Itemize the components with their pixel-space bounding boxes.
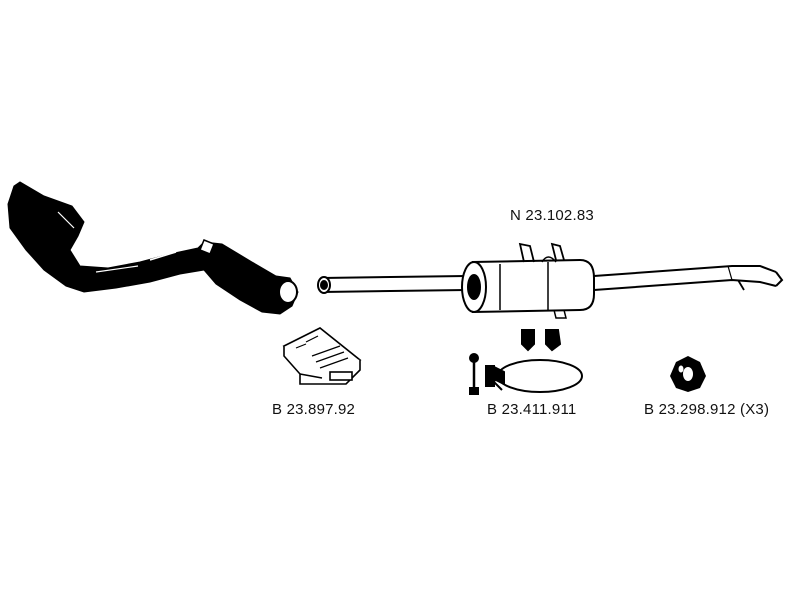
part-code-rubber-hanger: B 23.298.912 (X3) [644, 401, 770, 418]
part-code-mounting-kit: B 23.897.92 [272, 401, 356, 418]
rear-silencer [317, 242, 784, 319]
part-code-rear-silencer: N 23.102.83 [510, 207, 594, 224]
clamp-kit [469, 329, 583, 395]
mounting-kit-box [282, 327, 362, 385]
part-code-clamp-kit: B 23.411.911 [487, 401, 577, 418]
rubber-hanger [670, 356, 706, 392]
front-pipe-catalyst [7, 181, 299, 315]
